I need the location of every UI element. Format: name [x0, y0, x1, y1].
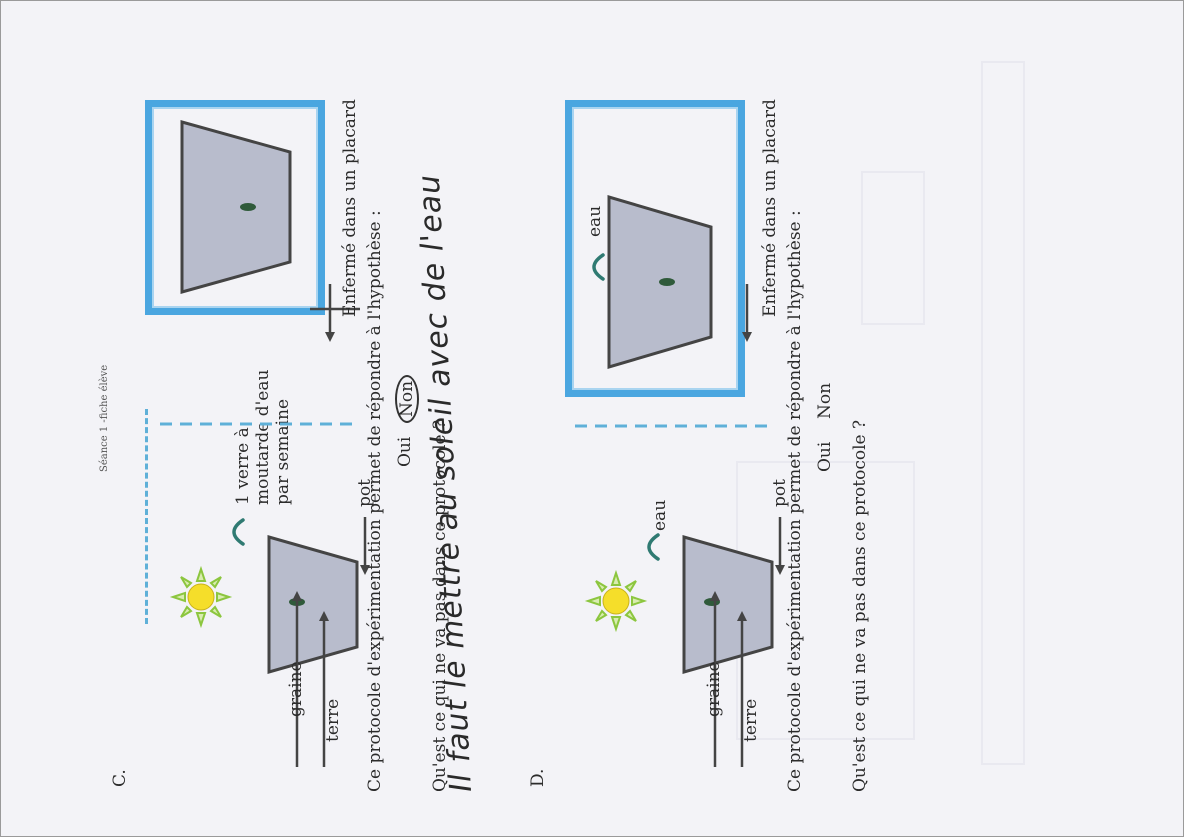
question-1: Ce protocole d'expérimentation permet de…: [785, 210, 805, 792]
water-label-closet: eau: [585, 206, 605, 237]
handwritten-answer: Il faut le mettre au soleil avec de l'ea…: [420, 173, 472, 792]
soil-label: terre: [323, 699, 343, 742]
sun-icon: [588, 573, 644, 629]
question-1: Ce protocole d'expérimentation permet de…: [365, 210, 385, 792]
divider: [575, 423, 775, 429]
sun-icon: [173, 569, 229, 625]
seed-icon: [240, 203, 256, 211]
water-amount-label-2: moutarde d'eau: [253, 370, 273, 505]
water-drop-arc-icon: [640, 532, 660, 562]
question-2: Qu'est ce qui ne va pas dans ce protocol…: [850, 420, 870, 792]
water-label: eau: [650, 500, 670, 531]
pot-icon: [605, 192, 715, 367]
divider: [160, 421, 360, 427]
water-amount-label-3: par semaine: [273, 399, 293, 505]
water-drop-arc-icon: [585, 252, 605, 282]
page-header: Séance 1 -fiche élève: [95, 365, 115, 472]
closet-label: Enfermé dans un placard: [760, 99, 780, 317]
soil-label: terre: [741, 699, 761, 742]
seed-icon: [659, 278, 675, 286]
seed-label: graine: [704, 661, 724, 717]
closet-label: Enfermé dans un placard: [340, 99, 360, 317]
section-d-letter: D.: [528, 769, 548, 787]
option-no-selected[interactable]: Non: [395, 375, 419, 423]
option-yes[interactable]: Oui: [395, 437, 415, 467]
seed-label: graine: [286, 661, 306, 717]
arrow-icon: [755, 515, 785, 575]
option-yes[interactable]: Oui: [815, 442, 835, 472]
water-amount-label-1: 1 verre à: [233, 427, 253, 505]
water-drop-arc-icon: [225, 517, 245, 547]
option-no[interactable]: Non: [815, 383, 835, 419]
pot-icon: [178, 117, 293, 292]
section-c-letter: C.: [110, 769, 130, 787]
